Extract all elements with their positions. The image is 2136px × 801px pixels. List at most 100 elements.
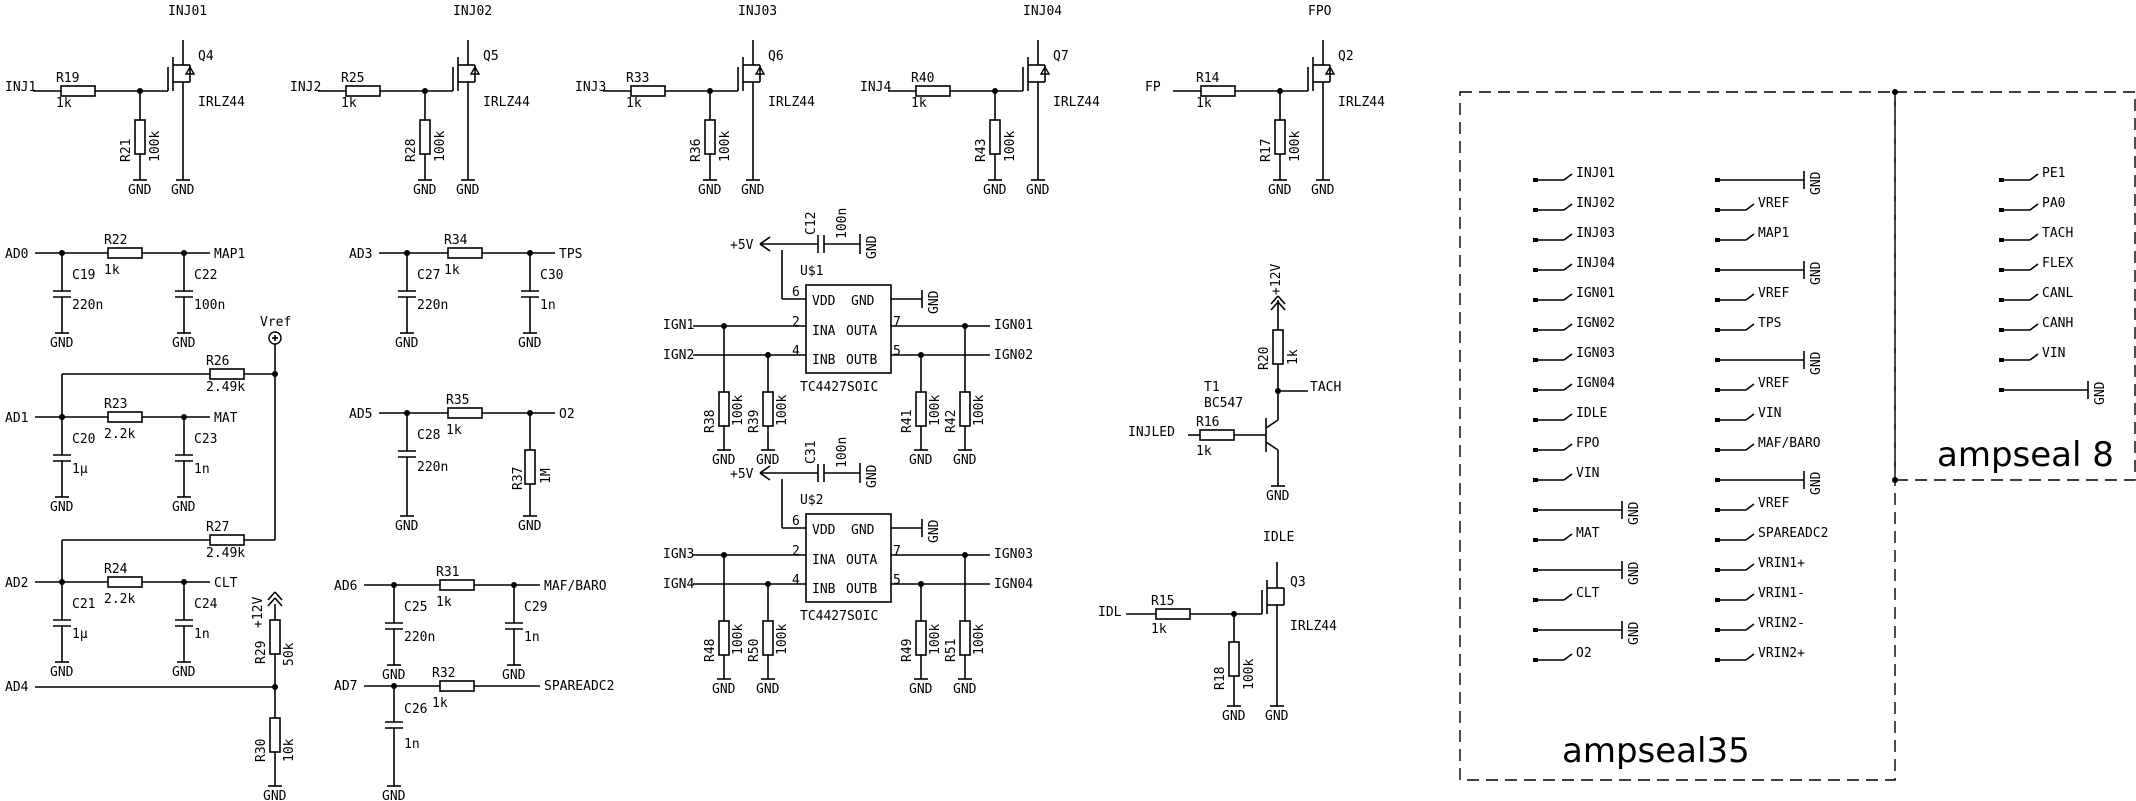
resistor-name: R37: [511, 467, 526, 490]
gnd-label: GND: [1809, 261, 1824, 285]
pin-label-leader: [2029, 293, 2039, 301]
net-label: AD0: [5, 247, 28, 262]
resistor-name: R33: [626, 71, 649, 86]
net-label: AD3: [349, 247, 372, 262]
gnd-label: GND: [927, 519, 942, 543]
ic-pin-name: OUTA: [846, 553, 877, 568]
pin-label-leader: [1563, 443, 1573, 451]
cap-value: 1n: [540, 298, 556, 313]
cap-name: C19: [72, 268, 95, 283]
net-label: INJLED: [1128, 425, 1175, 440]
gnd-label: GND: [712, 453, 736, 468]
ic-name: U$2: [800, 493, 823, 508]
connector-pin-label: SPAREADC2: [1758, 526, 1828, 541]
pin-end: [1999, 268, 2004, 272]
pulldown-resistor: [915, 391, 927, 427]
resistor-value: 1k: [626, 96, 642, 111]
gnd-label: GND: [50, 665, 74, 680]
cap-name: C28: [417, 428, 440, 443]
resistor-value: 1M: [539, 468, 554, 484]
collector-resistor: [1272, 329, 1284, 365]
drain-net-label: FPO: [1308, 4, 1332, 19]
pin-label-leader: [1563, 323, 1573, 331]
gnd-label: GND: [865, 464, 880, 488]
net-label: INJ3: [575, 80, 606, 95]
pin-label-leader: [2029, 323, 2039, 331]
filter-resistor: [447, 247, 483, 259]
pin-label-leader: [1745, 233, 1755, 241]
pin-end: [1715, 478, 1720, 482]
pulldown-resistor: [1228, 641, 1240, 677]
pin-end: [1715, 508, 1720, 512]
pin-label-leader: [1745, 563, 1755, 571]
connector-pin-label: VRIN2-: [1758, 616, 1805, 631]
supply-arrow: [1270, 301, 1279, 311]
gnd-label: GND: [1627, 621, 1642, 645]
cap-value: 1n: [194, 627, 210, 642]
filter-resistor: [439, 579, 475, 591]
resistor-name: R34: [444, 233, 468, 248]
connector-pin-label: VRIN1+: [1758, 556, 1805, 571]
pin-end: [1715, 328, 1720, 332]
series-resistor: [915, 85, 951, 97]
pin-label-leader: [1745, 293, 1755, 301]
pin-label-leader: [1563, 293, 1573, 301]
pin-end: [1533, 298, 1538, 302]
cap-name: C23: [194, 432, 217, 447]
ic-name: U$1: [800, 264, 823, 279]
pin-number: 4: [792, 344, 800, 359]
cap-value: 220n: [417, 460, 448, 475]
net-label: IGN2: [663, 348, 694, 363]
series-resistor: [60, 85, 96, 97]
resistor-name: R48: [703, 639, 718, 662]
gnd-label: GND: [712, 682, 736, 697]
connector-pin-label: PE1: [2042, 166, 2065, 181]
filter-out-label: MAF/BARO: [544, 579, 607, 594]
net-label: TACH: [1310, 380, 1341, 395]
pullup-resistor: [209, 534, 245, 546]
resistor-value: 100k: [1288, 131, 1303, 162]
divider-resistor: [269, 619, 281, 655]
resistor-value: 1k: [436, 595, 452, 610]
resistor-value: 1k: [911, 96, 927, 111]
connector-pin-label: FPO: [1576, 436, 1600, 451]
drain-net-label: INJ04: [1023, 4, 1062, 19]
ic-pin-name: INA: [812, 324, 836, 339]
pin-number: 2: [792, 315, 800, 330]
net-label: IGN04: [994, 577, 1033, 592]
resistor-value: 1k: [104, 263, 120, 278]
resistor-value: 100k: [972, 624, 987, 655]
ic-pin-name: INB: [812, 353, 836, 368]
net-label: IGN02: [994, 348, 1033, 363]
ic-pin-name: OUTB: [846, 353, 877, 368]
mosfet-value: IRLZ44: [198, 95, 245, 110]
ic-pin-name: VDD: [812, 294, 836, 309]
cap-name: C25: [404, 600, 427, 615]
gnd-label: GND: [502, 668, 526, 683]
resistor-name: R18: [1213, 667, 1228, 690]
net-label: AD4: [5, 680, 29, 695]
pin-label-leader: [1745, 623, 1755, 631]
divider-resistor: [269, 717, 281, 753]
pin-end: [1999, 328, 2004, 332]
pulldown-resistor: [718, 391, 730, 427]
junction-dot: [1892, 477, 1898, 483]
pin-label-leader: [1745, 443, 1755, 451]
resistor-value: 100k: [775, 395, 790, 426]
ic-pin-name: GND: [851, 294, 875, 309]
pin-number: 5: [893, 344, 901, 359]
resistor-name: R20: [1257, 347, 1272, 370]
net-label: IGN3: [663, 547, 694, 562]
pin-end: [1999, 388, 2004, 392]
pin-end: [1715, 298, 1720, 302]
pin-label-leader: [2029, 173, 2039, 181]
junction-dot: [1892, 89, 1898, 95]
resistor-name: R41: [900, 410, 915, 433]
pulldown-resistor: [762, 620, 774, 656]
pin-end: [1999, 208, 2004, 212]
pin-label-leader: [1745, 413, 1755, 421]
resistor-name: R19: [56, 71, 79, 86]
gnd-label: GND: [909, 682, 933, 697]
